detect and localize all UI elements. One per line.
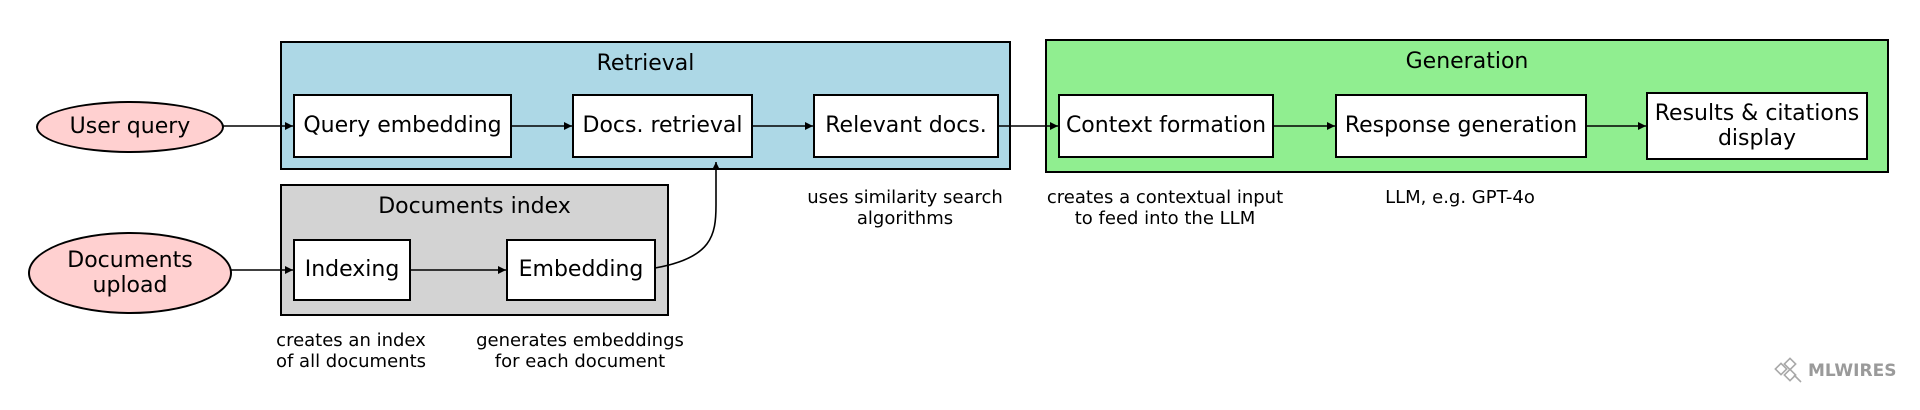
results-citations-display-node: Results & citations display	[1646, 92, 1868, 160]
relevant-docs-node: Relevant docs.	[813, 94, 999, 158]
query-embedding-node: Query embedding	[293, 94, 512, 158]
mlwires-logo: MLWIRES	[1774, 356, 1896, 386]
mlwires-logo-icon	[1774, 357, 1802, 383]
embeddings-note: generates embeddings for each document	[476, 330, 684, 372]
index-note: creates an index of all documents	[275, 330, 427, 372]
mlwires-logo-text: MLWIRES	[1808, 361, 1897, 381]
documents-upload-node: Documents upload	[28, 232, 232, 314]
documents-index-cluster-title: Documents index	[378, 194, 571, 219]
response-generation-node: Response generation	[1335, 94, 1587, 158]
edge-embedding-to-docs-retrieval	[654, 162, 720, 269]
docs-retrieval-node: Docs. retrieval	[572, 94, 753, 158]
similarity-search-note: uses similarity search algorithms	[807, 187, 1003, 229]
embedding-node: Embedding	[506, 239, 656, 301]
retrieval-cluster-title: Retrieval	[596, 51, 695, 76]
indexing-node: Indexing	[293, 239, 411, 301]
contextual-input-note: creates a contextual input to feed into …	[1046, 187, 1284, 229]
user-query-node: User query	[36, 101, 224, 153]
context-formation-node: Context formation	[1058, 94, 1274, 158]
generation-cluster-title: Generation	[1405, 49, 1529, 74]
llm-note: LLM, e.g. GPT-4o	[1385, 187, 1535, 208]
